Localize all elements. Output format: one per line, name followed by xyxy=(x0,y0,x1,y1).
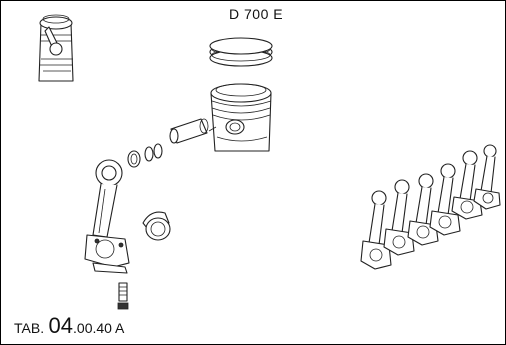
piston-pin-and-clips xyxy=(127,118,217,168)
connecting-rod xyxy=(84,159,130,274)
rod-set-item xyxy=(451,150,483,220)
rod-set-item xyxy=(429,163,461,236)
piston-assembly-thumbnail xyxy=(38,14,74,82)
tab-prefix: TAB. xyxy=(14,320,45,336)
rod-set-item xyxy=(383,179,415,256)
rod-set-item xyxy=(360,190,392,270)
rod-set-item xyxy=(407,173,439,246)
piston-rings xyxy=(209,37,273,67)
rod-bolt xyxy=(117,282,129,310)
tab-suffix: .00.40 A xyxy=(73,320,125,336)
bearing-shell xyxy=(142,211,171,241)
model-code: D 700 E xyxy=(229,6,284,22)
piston xyxy=(210,83,272,152)
rod-set-item xyxy=(473,144,501,210)
tab-number: 04 xyxy=(48,313,74,338)
connecting-rod-set xyxy=(360,144,501,270)
table-reference: TAB. 04.00.40 A xyxy=(14,313,124,339)
